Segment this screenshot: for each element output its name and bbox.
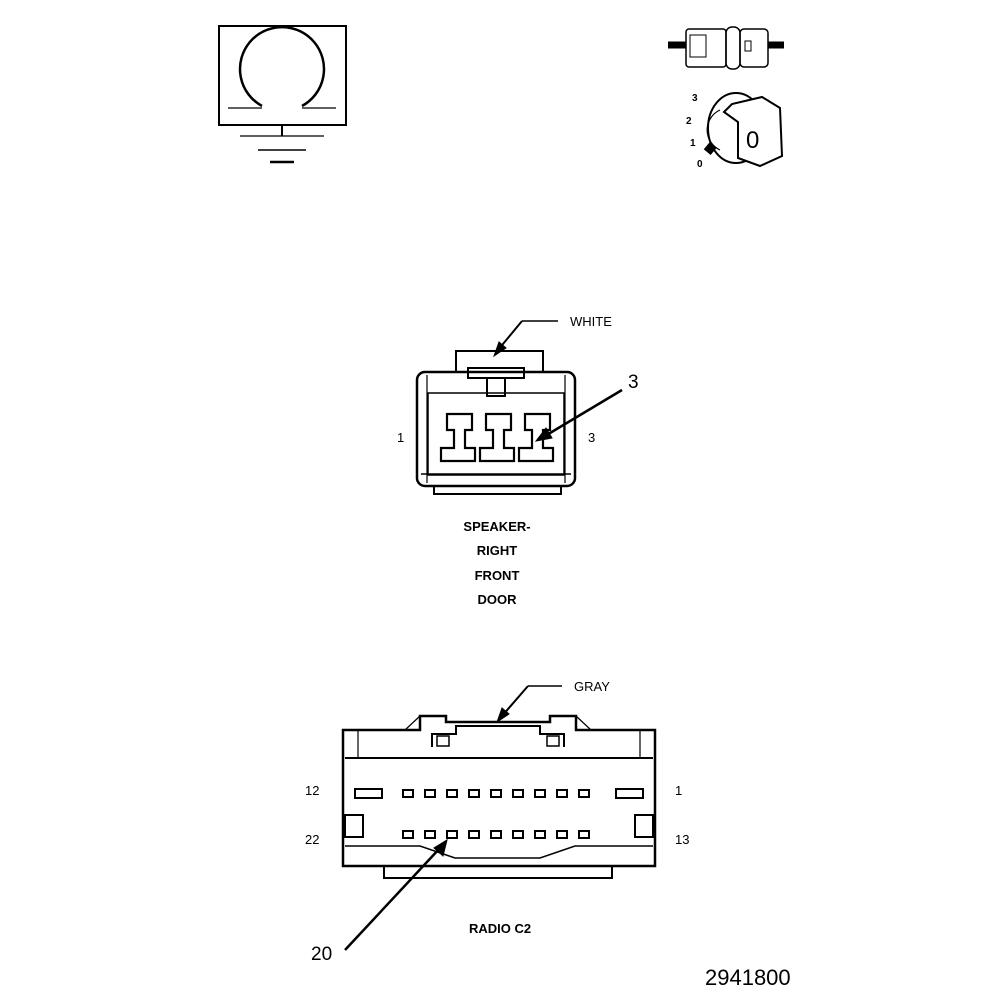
speaker-name-line-2: RIGHT <box>477 543 518 558</box>
radio-pin-12-label: 12 <box>305 783 319 798</box>
radio-pin-cavity <box>578 789 590 798</box>
radio-connector <box>341 685 657 951</box>
connector-mating-icon <box>668 26 784 70</box>
radio-pin-cavity <box>556 789 568 798</box>
speaker-name-line-1: SPEAKER- <box>463 519 530 534</box>
radio-pin-cavity <box>512 830 524 839</box>
radio-pin-cavity <box>490 830 502 839</box>
radio-pin-cavity <box>402 789 414 798</box>
radio-pin-cavity <box>424 789 436 798</box>
radio-pin-cavity <box>534 830 546 839</box>
speaker-terminal-cavities <box>439 412 555 463</box>
radio-pin-cavity <box>556 830 568 839</box>
radio-pin-cavity <box>534 789 546 798</box>
radio-connector-name: RADIO C2 <box>469 921 531 936</box>
radio-pin-cavity <box>578 830 590 839</box>
radio-pin-22-label: 22 <box>305 832 319 847</box>
key-marker-icon <box>703 142 717 156</box>
radio-pin-cavity <box>402 830 414 839</box>
ground-symbol <box>218 25 347 164</box>
radio-pin-callout: 20 <box>311 944 332 965</box>
figure-number: 2941800 <box>705 965 791 990</box>
radio-pin-cavity <box>512 789 524 798</box>
speaker-name-line-3: FRONT <box>475 568 520 583</box>
radio-pin-cavity <box>446 789 458 798</box>
key-glyph: 0 <box>746 127 759 154</box>
radio-pin-cavity <box>446 830 458 839</box>
radio-pin-cavities <box>402 789 590 839</box>
radio-pin-13-label: 13 <box>675 832 689 847</box>
radio-pin-cavity <box>490 789 502 798</box>
speaker-pin-3-label: 3 <box>588 430 595 445</box>
speaker-pin-callout: 3 <box>628 372 639 393</box>
key-position-icon: 3 2 1 0 0 <box>686 92 784 170</box>
radio-pin-1-label: 1 <box>675 783 682 798</box>
key-position-1: 1 <box>690 138 696 149</box>
speaker-name-line-4: DOOR <box>478 592 518 607</box>
speaker-color-label: WHITE <box>570 314 612 329</box>
key-position-2: 2 <box>686 116 692 127</box>
radio-pin-cavity <box>424 830 436 839</box>
key-position-3: 3 <box>692 93 698 104</box>
radio-color-label: GRAY <box>574 679 610 694</box>
speaker-pin-1-label: 1 <box>397 430 404 445</box>
key-position-0: 0 <box>697 159 703 170</box>
radio-pin-cavity <box>468 789 480 798</box>
speaker-connector <box>415 320 623 495</box>
radio-pin-cavity <box>468 830 480 839</box>
